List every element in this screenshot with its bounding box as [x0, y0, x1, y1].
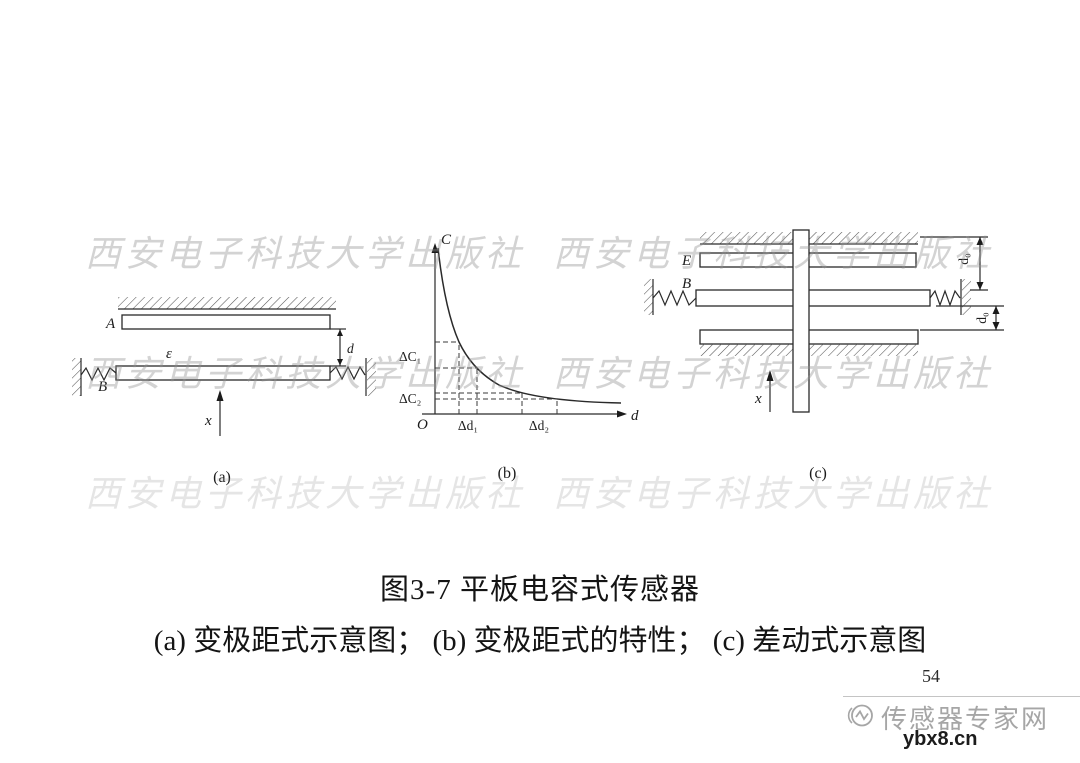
site-url: ybx8.cn: [903, 728, 978, 750]
x-axis-label: d: [631, 408, 639, 424]
left-spring: [652, 289, 697, 307]
displacement-arrow-head: [216, 390, 224, 401]
x-axis-arrow: [617, 410, 627, 418]
characteristic-curve: [437, 247, 622, 404]
right-wall-hatch: [367, 358, 376, 396]
delta-c1-label: ΔC₁: [399, 349, 421, 364]
displacement-label: x: [204, 413, 212, 429]
right-spring: [329, 365, 366, 381]
right-wall-hatch: [962, 279, 971, 315]
diagram-variable-gap-capacitor: A ε B d x (a): [72, 297, 376, 486]
left-wall-hatch: [644, 279, 653, 315]
gap-dim-label: d: [347, 341, 354, 356]
figure-caption-subtitle: (a) 变极距式示意图； (b) 变极距式的特性； (c) 差动式示意图: [153, 625, 927, 657]
gap-top-label: d₀: [956, 253, 971, 265]
figure-caption-title: 图3-7 平板电容式传感器: [380, 574, 700, 606]
dielectric-label: ε: [166, 346, 172, 362]
plate-b: [115, 365, 331, 381]
dim-arrow-up: [337, 329, 343, 336]
site-name: 传感器专家网: [881, 704, 1050, 734]
movable-plate-label: B: [682, 276, 691, 292]
plate-b-label: B: [98, 379, 107, 395]
origin-label: O: [417, 417, 428, 433]
delta-d2-label: Δd₂: [529, 418, 549, 433]
displacement-arrow-head: [766, 370, 774, 381]
footer-divider: [843, 696, 1080, 697]
y-axis-arrow: [431, 243, 439, 253]
diagram-cd-characteristic-curve: C d O ΔC₁ ΔC₂ Δd₁ Δd₂ (b): [399, 232, 639, 482]
movable-middle-plate: [695, 289, 931, 307]
figure-caption: 图3-7 平板电容式传感器 (a) 变极距式示意图； (b) 变极距式的特性； …: [0, 566, 1080, 659]
dim-arrow-down: [337, 359, 343, 366]
gap-top-dimension: d₀: [920, 236, 988, 291]
gap-bottom-label: d₀: [974, 312, 989, 324]
site-logo-icon: [847, 704, 873, 727]
right-spring: [929, 289, 961, 307]
left-spring: [80, 366, 117, 382]
top-plate-label: E: [681, 253, 691, 269]
plate-a-label: A: [105, 316, 116, 332]
fixed-support-hatch: [118, 297, 336, 309]
panel-a-tag: (a): [213, 469, 231, 486]
y-axis-label: C: [441, 232, 452, 248]
panel-b-tag: (b): [498, 465, 517, 482]
movable-rod: [792, 229, 810, 413]
plate-a: [121, 314, 331, 330]
delta-c2-label: ΔC₂: [399, 391, 421, 406]
gap-bottom-dimension: d₀: [920, 305, 1004, 331]
left-wall-hatch: [72, 358, 81, 396]
page-number: 54: [922, 666, 940, 686]
displacement-label: x: [754, 391, 762, 407]
diagram-differential-capacitor: E B d₀ d₀ x (c): [644, 229, 1004, 482]
guide-dashed-lines: [435, 341, 558, 414]
panel-c-tag: (c): [809, 465, 827, 482]
delta-d1-label: Δd₁: [458, 418, 478, 433]
